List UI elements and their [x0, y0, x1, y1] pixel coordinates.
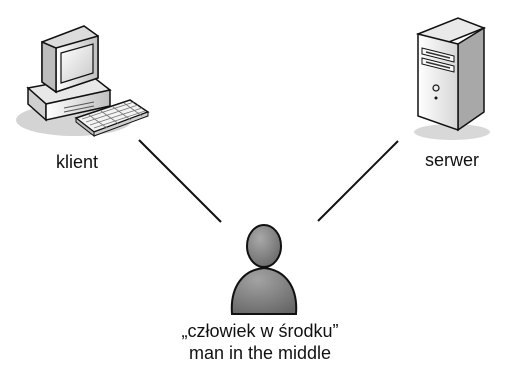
line-server-to-attacker: [317, 140, 399, 222]
client-label: klient: [56, 152, 99, 172]
desktop-computer-icon: [16, 25, 150, 138]
server-label: serwer: [425, 150, 480, 170]
line-client-to-attacker: [138, 139, 222, 223]
tower-server-icon: [414, 17, 490, 140]
attacker-label-polish: „człowiek w środku”: [181, 321, 339, 341]
person-silhouette-icon: [230, 224, 298, 315]
attacker-label-english: man in the middle: [188, 343, 332, 363]
attacker-labels: „człowiek w środku” man in the middle: [150, 320, 370, 364]
